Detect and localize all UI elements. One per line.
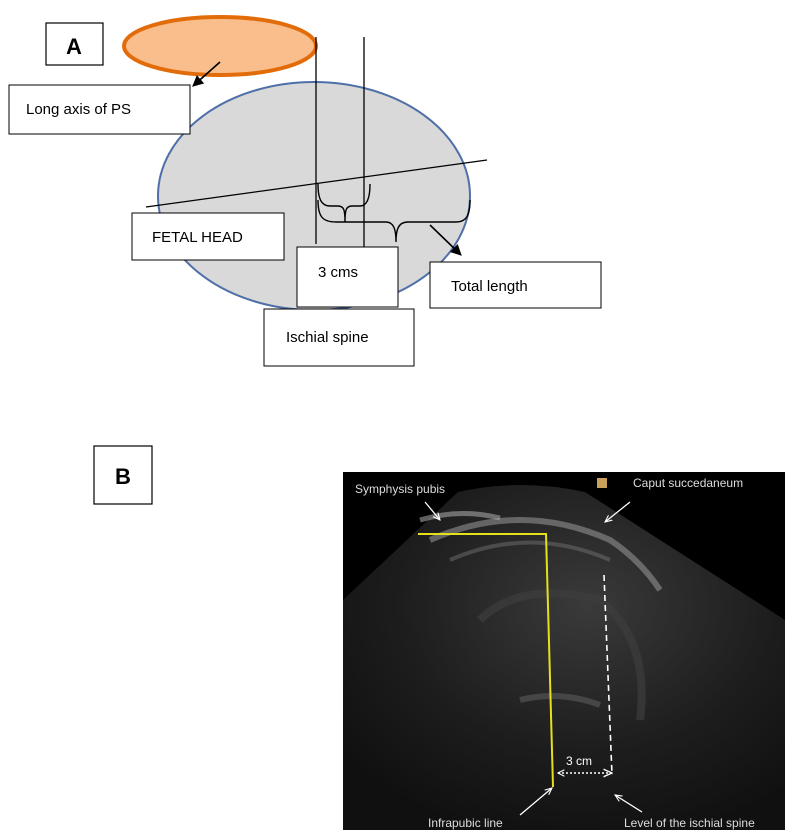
ultrasound-image: 3 cm Symphysis pubis Caput succedaneum I… bbox=[343, 472, 785, 830]
panel-b: B 3 cm Symphysis pubis Caput succedaneum bbox=[94, 446, 785, 830]
ischial-level-label: Level of the ischial spine bbox=[624, 816, 755, 830]
pubic-symphysis-ellipse bbox=[124, 17, 316, 75]
caput-label: Caput succedaneum bbox=[633, 476, 743, 490]
infrapubic-label: Infrapubic line bbox=[428, 816, 503, 830]
symphysis-label: Symphysis pubis bbox=[355, 482, 445, 496]
panel-a: A Long axis of PS FETAL HEAD 3 cms Total… bbox=[9, 17, 601, 366]
distance-label: 3 cms bbox=[318, 264, 358, 281]
ischial-spine-label: Ischial spine bbox=[286, 329, 369, 346]
long-axis-label: Long axis of PS bbox=[26, 101, 131, 118]
panel-a-label: A bbox=[66, 34, 82, 59]
marker-square bbox=[597, 478, 607, 488]
distance-cm-label: 3 cm bbox=[566, 754, 592, 768]
fetal-head-label: FETAL HEAD bbox=[152, 229, 243, 246]
panel-b-label: B bbox=[115, 464, 131, 489]
total-length-label: Total length bbox=[451, 278, 528, 295]
